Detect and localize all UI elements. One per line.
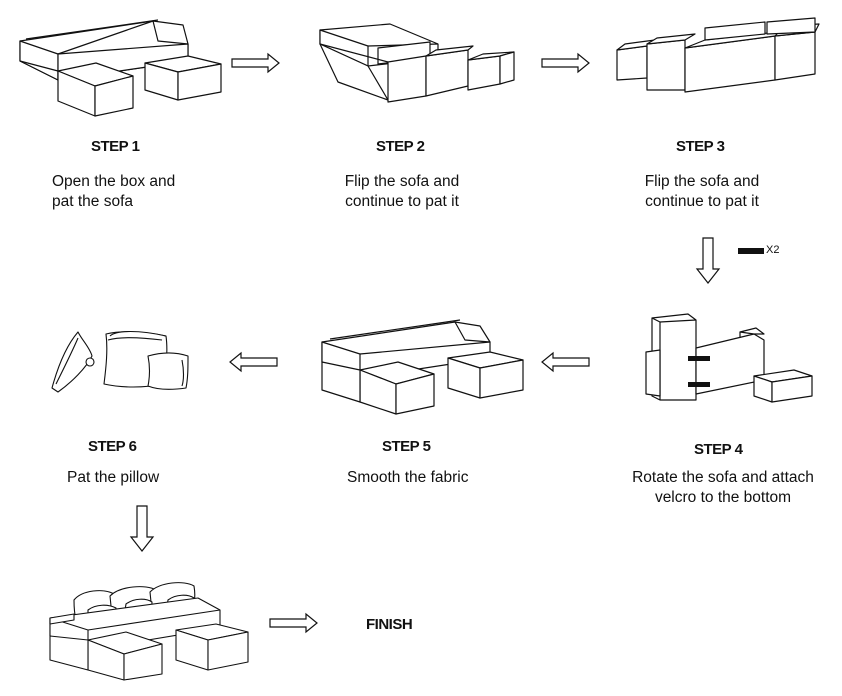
arrow-right-icon bbox=[232, 54, 280, 72]
step2-description-line2: continue to pat it bbox=[345, 193, 459, 210]
step4-title: STEP 4 bbox=[694, 441, 743, 458]
arrow-left-icon bbox=[230, 353, 278, 371]
step3-description: Flip the sofa and continue to pat it bbox=[624, 172, 780, 212]
step6-pillows-illustration bbox=[48, 326, 198, 396]
arrow-down-icon bbox=[696, 238, 720, 284]
velcro-strip-icon bbox=[738, 248, 764, 254]
step2-title: STEP 2 bbox=[376, 138, 425, 155]
step3-sofa-illustration bbox=[615, 18, 820, 96]
step2-description: Flip the sofa and continue to pat it bbox=[324, 172, 480, 212]
step6-description-line1: Pat the pillow bbox=[67, 469, 160, 486]
step1-title: STEP 1 bbox=[91, 138, 140, 155]
step1-description: Open the box and pat the sofa bbox=[52, 172, 175, 212]
velcro-quantity: X2 bbox=[766, 244, 780, 256]
step4-description-line2: velcro to the bottom bbox=[654, 489, 792, 506]
step3-title: STEP 3 bbox=[676, 138, 725, 155]
step2-description-line1: Flip the sofa and bbox=[344, 173, 460, 190]
step4-description: Rotate the sofa and attach velcro to the… bbox=[614, 468, 832, 508]
finish-label: FINISH bbox=[366, 616, 413, 633]
step1-sofa-illustration bbox=[18, 16, 223, 104]
step1-description-line2: pat the sofa bbox=[52, 193, 134, 210]
arrow-down-icon bbox=[130, 506, 154, 552]
step6-title: STEP 6 bbox=[88, 438, 137, 455]
step5-sofa-illustration bbox=[320, 318, 525, 408]
arrow-right-icon bbox=[542, 54, 590, 72]
step2-sofa-illustration bbox=[318, 22, 518, 100]
step5-description-line1: Smooth the fabric bbox=[347, 469, 469, 486]
finished-sofa-illustration bbox=[48, 580, 253, 680]
step1-description-line1: Open the box and bbox=[52, 173, 176, 190]
arrow-left-icon bbox=[542, 353, 590, 371]
step4-description-line1: Rotate the sofa and attach bbox=[632, 469, 814, 486]
step6-description: Pat the pillow bbox=[67, 468, 159, 488]
step4-sofa-illustration bbox=[644, 308, 814, 404]
step5-description: Smooth the fabric bbox=[347, 468, 468, 488]
step3-description-line1: Flip the sofa and bbox=[644, 173, 760, 190]
arrow-right-icon bbox=[270, 614, 318, 632]
step3-description-line2: continue to pat it bbox=[645, 193, 759, 210]
step5-title: STEP 5 bbox=[382, 438, 431, 455]
